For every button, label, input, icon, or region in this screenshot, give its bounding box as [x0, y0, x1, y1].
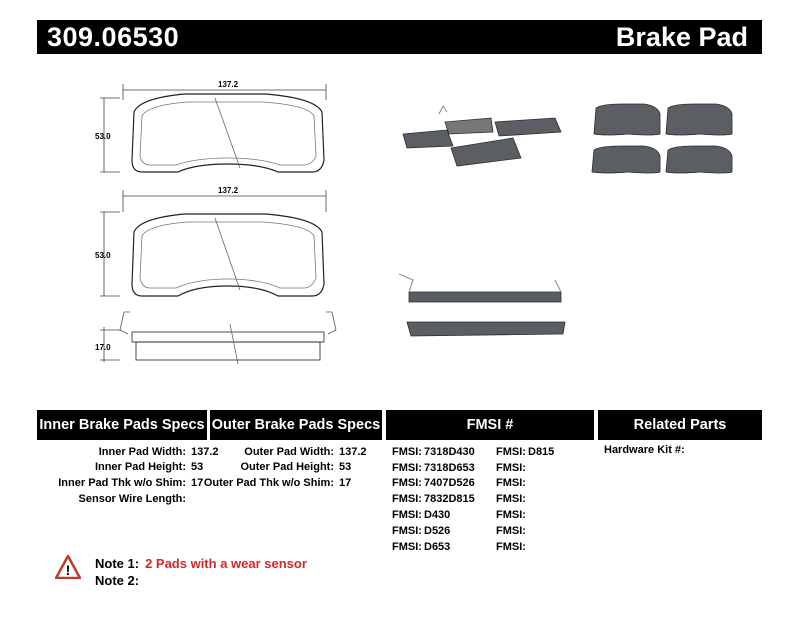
- fmsi-heading: FMSI #: [386, 410, 594, 440]
- fmsi-key: FMSI:: [496, 477, 526, 490]
- spec-label: Outer Pad Height:: [240, 461, 334, 474]
- spec-row: Sensor Wire Length:: [38, 491, 219, 507]
- note-1-value: 2 Pads with a wear sensor: [145, 556, 307, 571]
- spec-label: Sensor Wire Length:: [78, 492, 186, 505]
- spec-label: Inner Pad Thk w/o Shim:: [58, 476, 186, 489]
- hardware-kit-label: Hardware Kit #:: [604, 444, 685, 456]
- page-title: Brake Pad: [615, 21, 748, 52]
- spec-label: Outer Pad Width:: [244, 445, 334, 458]
- fmsi-key: FMSI:: [392, 509, 422, 522]
- outer-specs-heading: Outer Brake Pads Specs: [210, 410, 382, 440]
- brake-pad-drawing: 137.2 53.0 137.2 53.0 17.0: [95, 80, 337, 365]
- spec-row: Inner Pad Width: 137.2: [38, 444, 219, 460]
- note-2: Note 2:: [95, 573, 145, 588]
- outer-specs: Outer Pad Width: 137.2 Outer Pad Height: 5…: [184, 444, 367, 491]
- note-1-label: Note 1:: [95, 556, 140, 571]
- dim-thickness: 17.0: [95, 343, 111, 352]
- fmsi-key: FMSI:: [496, 524, 526, 537]
- fmsi-key: FMSI:: [392, 461, 422, 474]
- fmsi-key: FMSI:: [392, 445, 422, 458]
- list-item: FMSI:7407D526 FMSI:: [392, 476, 600, 492]
- dim-mid-width: 137.2: [218, 186, 239, 195]
- fmsi-value: D653: [424, 540, 451, 553]
- page-header: 309.06530 Brake Pad: [37, 20, 762, 54]
- warning-triangle-icon: !: [55, 555, 81, 579]
- part-number: 309.06530: [47, 21, 180, 52]
- product-photo-top: [591, 103, 733, 174]
- inner-specs: Inner Pad Width: 137.2 Inner Pad Height: 5…: [38, 444, 219, 507]
- spec-label: Outer Pad Thk w/o Shim:: [203, 476, 334, 489]
- fmsi-value: D526: [424, 524, 451, 537]
- spec-value: 53: [191, 461, 204, 474]
- fmsi-list: FMSI:7318D430 FMSI:D815 FMSI:7318D653 FM…: [392, 444, 600, 555]
- fmsi-key: FMSI:: [496, 493, 526, 506]
- list-item: FMSI:7318D430 FMSI:D815: [392, 444, 600, 460]
- related-parts: Hardware Kit #:: [604, 444, 685, 456]
- spec-value: 53: [339, 461, 352, 474]
- spec-row: Inner Pad Height: 53: [38, 460, 219, 476]
- fmsi-value: 7318D653: [424, 461, 475, 474]
- list-item: FMSI:D653 FMSI:: [392, 539, 600, 555]
- inner-specs-heading: Inner Brake Pads Specs: [37, 410, 207, 440]
- spec-label: Inner Pad Width:: [98, 445, 186, 458]
- list-item: FMSI:7832D815 FMSI:: [392, 491, 600, 507]
- fmsi-value: D430: [424, 509, 451, 522]
- spec-row: Outer Pad Height: 53: [184, 460, 367, 476]
- spec-value: 17: [191, 476, 204, 489]
- dim-mid-height: 53.0: [95, 251, 111, 260]
- list-item: FMSI:7318D653 FMSI:: [392, 460, 600, 476]
- fmsi-key: FMSI:: [496, 540, 526, 553]
- list-item: FMSI:D430 FMSI:: [392, 507, 600, 523]
- spec-value: 137.2: [191, 445, 219, 458]
- fmsi-key: FMSI:: [496, 461, 526, 474]
- note-1: Note 1: 2 Pads with a wear sensor: [95, 556, 307, 571]
- spec-row: Outer Pad Thk w/o Shim:17: [184, 475, 367, 491]
- warning-glyph: !: [66, 562, 71, 578]
- fmsi-key: FMSI:: [392, 524, 422, 537]
- fmsi-value: 7832D815: [424, 493, 475, 506]
- fmsi-key: FMSI:: [392, 493, 422, 506]
- dim-top-height: 53.0: [95, 132, 111, 141]
- spec-row: Inner Pad Thk w/o Shim: 17: [38, 475, 219, 491]
- fmsi-value: 7318D430: [424, 445, 475, 458]
- fmsi-key: FMSI:: [392, 540, 422, 553]
- dim-top-width: 137.2: [218, 80, 239, 89]
- spec-row: Outer Pad Width: 137.2: [184, 444, 367, 460]
- spec-value: 137.2: [339, 445, 367, 458]
- product-photo-set: [402, 105, 562, 167]
- fmsi-value: D815: [528, 445, 555, 458]
- fmsi-value: 7407D526: [424, 477, 475, 490]
- product-photo-side: [398, 273, 566, 337]
- fmsi-key: FMSI:: [496, 445, 526, 458]
- fmsi-key: FMSI:: [392, 477, 422, 490]
- list-item: FMSI:D526 FMSI:: [392, 523, 600, 539]
- related-parts-heading: Related Parts: [598, 410, 762, 440]
- spec-value: 17: [339, 476, 352, 489]
- note-2-label: Note 2:: [95, 573, 140, 588]
- spec-label: Inner Pad Height:: [94, 461, 186, 474]
- fmsi-key: FMSI:: [496, 509, 526, 522]
